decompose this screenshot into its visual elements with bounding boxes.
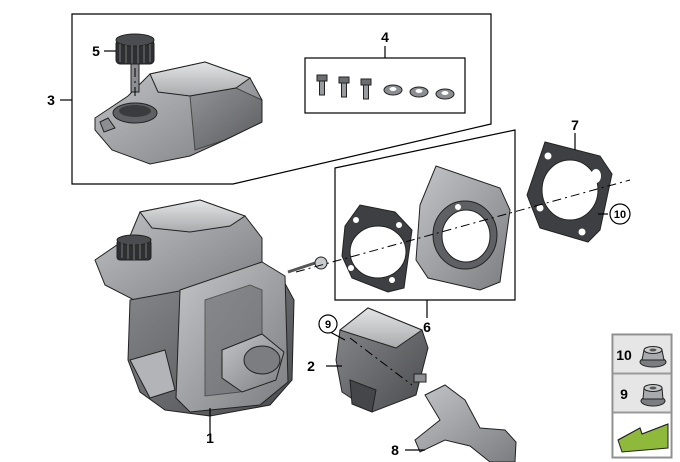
legend-item-10[interactable]: 10 — [612, 334, 672, 374]
brake-booster-assembly[interactable] — [94, 199, 328, 417]
callout-6: 6 — [423, 319, 431, 335]
adapter-plate[interactable] — [415, 165, 511, 291]
callout-1: 1 — [206, 430, 214, 446]
group-frame-seals — [334, 129, 516, 301]
svg-text:9: 9 — [620, 386, 628, 402]
callout-7: 7 — [571, 117, 579, 133]
bolt-set[interactable] — [316, 74, 372, 100]
callout-3: 3 — [47, 92, 55, 108]
callout-5: 5 — [92, 43, 100, 59]
legend-item-arrow — [612, 412, 672, 458]
legend-item-9[interactable]: 9 — [612, 373, 672, 413]
callout-4: 4 — [381, 29, 389, 45]
collar-nut-icon — [640, 384, 666, 407]
gasket-outer[interactable] — [526, 141, 613, 243]
callout-10: 10 — [609, 203, 631, 225]
callout-8: 8 — [391, 442, 399, 458]
flange-nut-icon — [639, 346, 667, 368]
washer-set[interactable] — [383, 84, 455, 100]
callout-2: 2 — [307, 358, 315, 374]
reservoir-top[interactable] — [94, 61, 263, 165]
svg-text:9: 9 — [325, 319, 331, 331]
callout-9: 9 — [318, 314, 338, 334]
control-unit[interactable] — [335, 307, 429, 413]
legend-panel: 10 9 — [611, 333, 673, 459]
group-frame-fasteners — [304, 57, 466, 114]
bracket[interactable] — [414, 384, 517, 462]
svg-text:10: 10 — [616, 347, 632, 363]
svg-text:10: 10 — [614, 209, 626, 221]
group-frame-reservoir — [71, 13, 492, 185]
main-reservoir-cap — [116, 234, 152, 261]
gasket-inner[interactable] — [341, 204, 413, 293]
